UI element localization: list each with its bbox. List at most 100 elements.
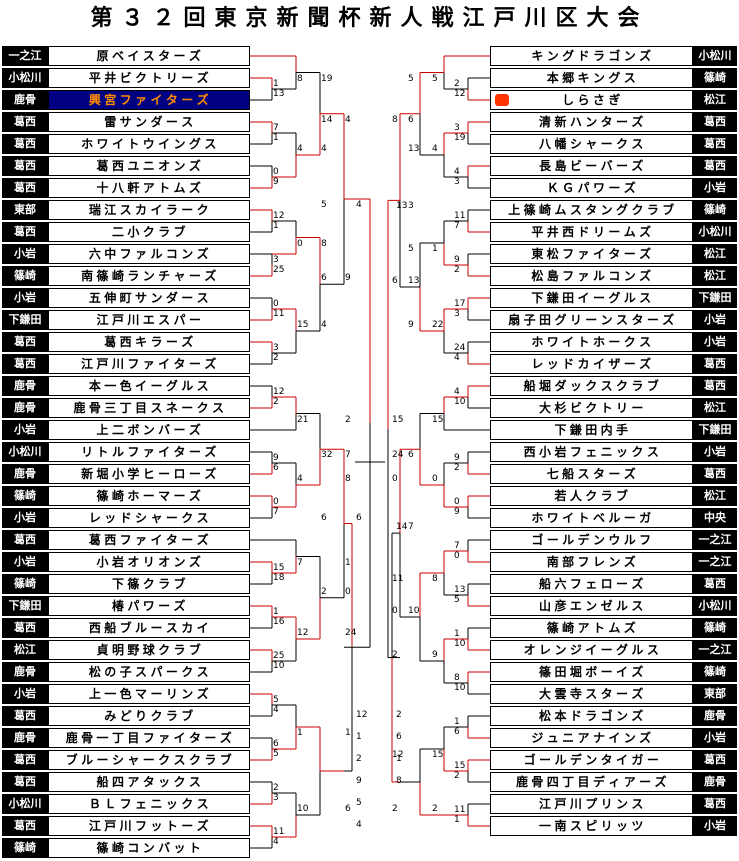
left-team-label: 南 篠 崎 ラ ン チ ャ ー ズ	[81, 269, 217, 283]
match-score: 11	[454, 211, 466, 221]
match-score: 6	[408, 114, 414, 125]
left-team-label: 下 篠 ク ラ ブ	[111, 577, 187, 591]
left-district-label: 鹿骨	[2, 464, 48, 484]
right-team-label: 下 鎌 田 内 手	[554, 423, 629, 437]
match-score: 8	[432, 574, 438, 584]
right-team-name: 西 小 岩 フ ェ ニ ッ ク ス	[490, 442, 693, 462]
match-score: 2	[392, 650, 398, 660]
match-score: 0	[454, 551, 460, 561]
match-score: 4	[321, 144, 327, 154]
right-team-label: 船 六 フ ェ ロ ー ズ	[539, 577, 644, 591]
right-team-label: オ レ ン ジ イ ー グ ル ス	[523, 643, 660, 657]
match-score: 2	[273, 353, 279, 363]
match-score: 0	[273, 299, 279, 309]
match-score: 12	[356, 710, 368, 720]
right-team-label: 清 新 ハ ン タ ー ズ	[539, 115, 644, 129]
right-team-name: 山 彦 エ ン ゼ ル ス	[490, 596, 693, 616]
match-score: 7	[345, 450, 351, 461]
left-district-label: 篠崎	[2, 838, 48, 858]
right-team-label: 八 幡 シ ャ ー ク ス	[539, 137, 644, 151]
match-score: 15	[432, 750, 444, 760]
left-team-label: 六 中 フ ァ ル コ ン ズ	[88, 247, 210, 261]
left-team-label: 瑞 江 ス カ イ ラ ー ク	[88, 203, 210, 217]
right-team-label: レ ッ ド カ イ ザ ー ズ	[531, 357, 652, 371]
right-team-name: 江 戸 川 プ リ ン ス	[490, 794, 693, 814]
match-score: 13	[396, 201, 408, 212]
right-team-name: ジ ュ ニ ア ナ イ ン ズ	[490, 728, 693, 748]
left-team-label: 鹿 骨 三 丁 目 ス ネ ー ク ス	[73, 401, 225, 415]
right-team-label: 若 人 ク ラ ブ	[554, 489, 629, 503]
match-score: 1	[273, 607, 279, 617]
right-district-label: 下鎌田	[693, 288, 737, 308]
left-team-name: 下 篠 ク ラ ブ	[48, 574, 250, 594]
right-district-label: 一之江	[693, 530, 737, 550]
match-score: 19	[321, 73, 333, 84]
right-team-name: ホ ワ イ ト ベ ル ー ガ	[490, 508, 693, 528]
right-district-label: 松江	[693, 486, 737, 506]
right-team-label: 大 雲 寺 ス タ ー ズ	[539, 687, 644, 701]
match-score: 2	[273, 783, 279, 793]
match-score: 6	[345, 804, 351, 814]
right-district-label: 小岩	[693, 816, 737, 836]
match-score: 2	[454, 771, 460, 781]
left-team-name: 平 井 ビ ク ト リ ー ズ	[48, 68, 250, 88]
right-team-name: 本 郷 キ ン グ ス	[490, 68, 693, 88]
left-district-label: 篠崎	[2, 574, 48, 594]
right-team-label: 江 戸 川 プ リ ン ス	[539, 797, 644, 811]
left-team-label: 貞 明 野 球 ク ラ ブ	[96, 643, 202, 657]
match-score: 4	[321, 320, 327, 330]
match-score: 4	[273, 837, 279, 847]
right-district-label: 小岩	[693, 442, 737, 462]
match-score: 6	[273, 739, 279, 749]
left-team-name: 西 船 ブ ル ー ス カ イ	[48, 618, 250, 638]
left-team-name: 十 八 軒 ア ト ム ズ	[48, 178, 250, 198]
right-team-label: 篠 田 堀 ボ ー イ ズ	[539, 665, 644, 679]
match-score: 15	[297, 320, 309, 330]
right-team-label: 上 篠 崎 ム ス タ ン グ ク ラ ブ	[508, 203, 675, 217]
match-score: 8	[454, 673, 460, 683]
match-score: 6	[356, 512, 362, 523]
match-score: 15	[454, 761, 466, 771]
match-score: 7	[273, 507, 279, 517]
right-team-label: 大 杉 ビ ク ト リ ー	[539, 401, 644, 415]
match-score: 2	[454, 265, 460, 275]
match-score: 12	[297, 628, 309, 638]
right-team-name: 船 堀 ダ ッ ク ス ク ラ ブ	[490, 376, 693, 396]
match-score: 13	[408, 276, 420, 286]
match-score: 12	[454, 89, 466, 99]
match-score: 7	[454, 541, 460, 551]
left-team-label: 鹿 骨 一 丁 目 フ ァ イ タ ー ズ	[65, 731, 233, 745]
match-score: 4	[454, 387, 460, 397]
match-score: 3	[454, 123, 460, 133]
right-district-label: 葛西	[693, 354, 737, 374]
right-team-label: キ ン グ ド ラ ゴ ン ズ	[531, 49, 652, 63]
left-team-label: 江 戸 川 フ ッ ト ー ズ	[88, 819, 210, 833]
match-score: 13	[454, 585, 466, 595]
right-district-label: 小岩	[693, 728, 737, 748]
match-score: 7	[408, 522, 414, 533]
left-team-label: 十 八 軒 ア ト ム ズ	[96, 181, 202, 195]
left-district-label: 鹿骨	[2, 398, 48, 418]
right-district-label: 葛西	[693, 794, 737, 814]
match-score: 1	[273, 133, 279, 143]
right-team-name: 船 六 フ ェ ロ ー ズ	[490, 574, 693, 594]
left-district-label: 鹿骨	[2, 662, 48, 682]
match-score: 0	[454, 497, 460, 507]
left-team-name: 上 一 色 マ ー リ ン ズ	[48, 684, 250, 704]
left-district-label: 小岩	[2, 244, 48, 264]
match-score: 13	[273, 89, 285, 99]
match-score: 9	[273, 453, 279, 463]
match-score: 11	[273, 827, 285, 837]
match-score: 14	[321, 114, 333, 125]
left-team-label: レ ッ ド シ ャ ー ク ス	[88, 511, 210, 525]
left-team-name: 南 篠 崎 ラ ン チ ャ ー ズ	[48, 266, 250, 286]
left-team-label: 西 船 ブ ル ー ス カ イ	[88, 621, 210, 635]
right-team-label: 扇 子 田 グ リ ー ン ス タ ー ズ	[508, 313, 675, 327]
left-team-label: 小 岩 オ リ オ ン ズ	[96, 555, 202, 569]
left-team-name: 江 戸 川 フ ァ イ タ ー ズ	[48, 354, 250, 374]
match-score: 0	[273, 167, 279, 177]
left-team-name: 新 堀 小 学 ヒ ー ロ ー ズ	[48, 464, 250, 484]
match-score: 24	[454, 343, 466, 353]
match-score: 9	[356, 776, 362, 786]
right-team-label: ジ ュ ニ ア ナ イ ン ズ	[531, 731, 652, 745]
